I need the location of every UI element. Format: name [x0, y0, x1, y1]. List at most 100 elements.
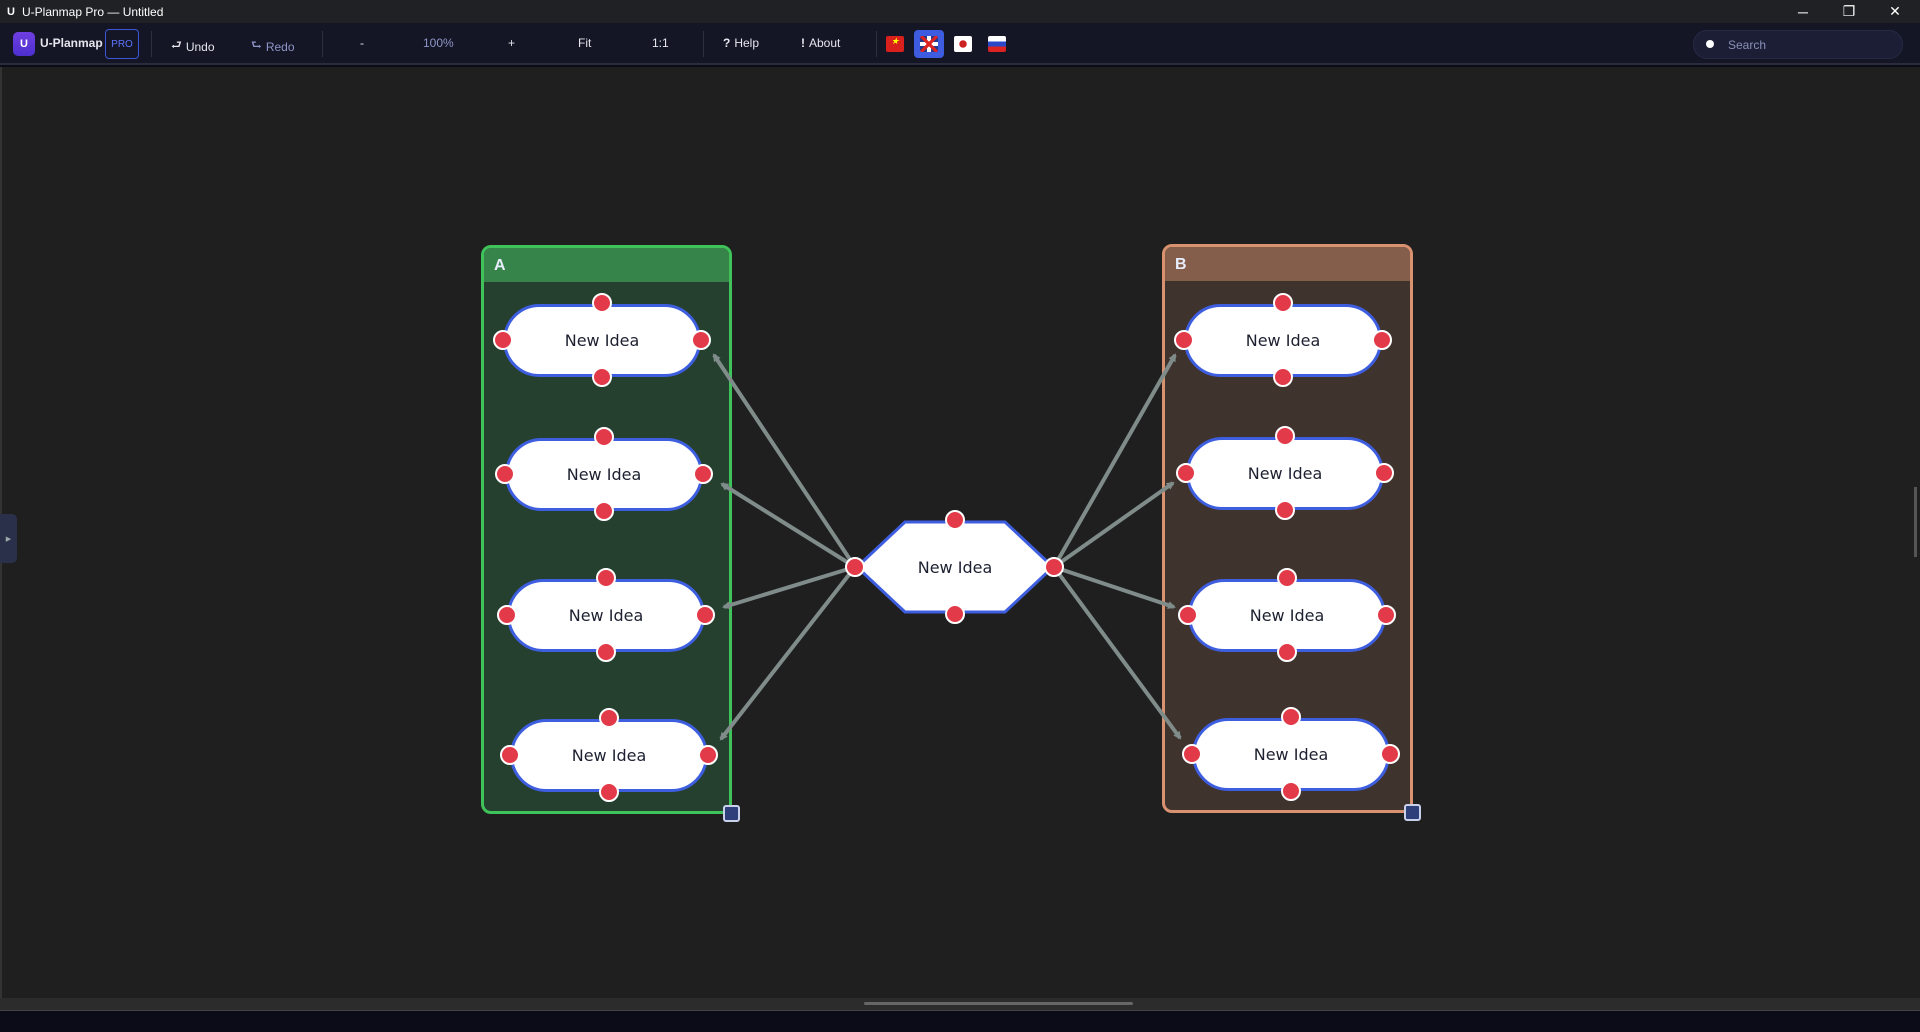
- title-bar: U U-Planmap Pro — Untitled ─ ❐ ✕: [0, 0, 1920, 23]
- fit-button[interactable]: Fit: [578, 36, 592, 50]
- horizontal-scrollbar[interactable]: [0, 998, 1920, 1011]
- port-left[interactable]: [1178, 605, 1198, 625]
- center-node-label: New Idea: [917, 557, 993, 577]
- port-top[interactable]: [596, 568, 616, 588]
- scrollbar-thumb[interactable]: [1914, 487, 1917, 557]
- port-bottom[interactable]: [1275, 500, 1295, 520]
- close-button[interactable]: ✕: [1889, 3, 1901, 19]
- idea-node-label: New Idea: [568, 606, 644, 625]
- scrollbar-thumb[interactable]: [864, 1002, 1133, 1005]
- russia-flag-icon: [988, 36, 1006, 52]
- zoom-in-button[interactable]: +: [508, 36, 516, 50]
- port-top[interactable]: [594, 427, 614, 447]
- group-b-resize-handle[interactable]: [1404, 804, 1421, 821]
- edge-center-to-b4: [1052, 565, 1182, 740]
- port-right[interactable]: [693, 464, 713, 484]
- port-left[interactable]: [1174, 330, 1194, 350]
- about-icon: !: [801, 36, 805, 50]
- undo-icon: ⮐: [171, 38, 182, 52]
- edge-center-to-a1: [712, 353, 857, 569]
- center-port-right[interactable]: [1044, 557, 1064, 577]
- center-port-top[interactable]: [945, 510, 965, 530]
- edge-center-to-b3: [1053, 565, 1176, 609]
- undo-button[interactable]: ⮐Undo: [171, 36, 215, 57]
- idea-node-a1[interactable]: New Idea: [503, 304, 701, 377]
- idea-node-label: New Idea: [1249, 606, 1325, 625]
- minimize-button[interactable]: ─: [1798, 3, 1808, 20]
- port-bottom[interactable]: [596, 642, 616, 662]
- group-a-title[interactable]: A: [484, 248, 729, 282]
- flag-english-button[interactable]: [914, 30, 944, 58]
- app-icon: U: [7, 5, 15, 18]
- port-right[interactable]: [1372, 330, 1392, 350]
- one-to-one-button[interactable]: 1:1: [652, 36, 669, 50]
- port-bottom[interactable]: [592, 367, 612, 387]
- edge-center-to-a3: [722, 565, 856, 610]
- idea-node-label: New Idea: [1253, 745, 1329, 764]
- restore-button[interactable]: ❐: [1842, 3, 1856, 19]
- port-right[interactable]: [695, 605, 715, 625]
- about-button[interactable]: !About: [801, 36, 841, 50]
- port-top[interactable]: [1275, 426, 1295, 446]
- port-right[interactable]: [691, 330, 711, 350]
- uk-flag-icon: [920, 36, 938, 52]
- idea-node-label: New Idea: [1245, 331, 1321, 350]
- window-title: U-Planmap Pro — Untitled: [22, 4, 164, 19]
- search-input[interactable]: Search: [1693, 30, 1903, 59]
- center-port-bottom[interactable]: [945, 604, 965, 624]
- idea-node-label: New Idea: [566, 465, 642, 484]
- help-icon: ?: [723, 36, 731, 50]
- port-left[interactable]: [500, 745, 520, 765]
- port-bottom[interactable]: [599, 782, 619, 802]
- app-logo: U: [13, 32, 35, 56]
- vietnam-flag-icon: ★: [886, 36, 904, 52]
- port-left[interactable]: [495, 464, 515, 484]
- toolbar: U U-Planmap PRO ⮐Undo ⮑Redo - 100% + Fit…: [0, 23, 1920, 65]
- redo-button[interactable]: ⮑Redo: [251, 36, 295, 57]
- port-top[interactable]: [592, 293, 612, 313]
- edge-center-to-a2: [720, 482, 857, 569]
- port-bottom[interactable]: [594, 501, 614, 521]
- port-left[interactable]: [493, 330, 513, 350]
- chevron-right-icon: ▶: [5, 535, 12, 543]
- group-a-resize-handle[interactable]: [723, 805, 740, 822]
- help-button[interactable]: ?Help: [723, 36, 760, 50]
- idea-node-label: New Idea: [1247, 464, 1323, 483]
- center-port-left[interactable]: [845, 557, 865, 577]
- port-right[interactable]: [1380, 744, 1400, 764]
- pro-badge[interactable]: PRO: [105, 29, 139, 59]
- port-right[interactable]: [1374, 463, 1394, 483]
- zoom-out-button[interactable]: -: [360, 36, 364, 50]
- edge-center-to-b1: [1052, 353, 1177, 568]
- port-bottom[interactable]: [1273, 367, 1293, 387]
- idea-node-label: New Idea: [571, 746, 647, 765]
- port-top[interactable]: [1277, 568, 1297, 588]
- port-bottom[interactable]: [1277, 642, 1297, 662]
- edge-center-to-b2: [1052, 481, 1175, 569]
- port-right[interactable]: [1376, 605, 1396, 625]
- port-bottom[interactable]: [1281, 781, 1301, 801]
- idea-node-a2[interactable]: New Idea: [505, 438, 703, 511]
- flag-vietnam-button[interactable]: ★: [880, 30, 910, 58]
- port-left[interactable]: [1182, 744, 1202, 764]
- group-b-title[interactable]: B: [1165, 247, 1410, 281]
- flag-russia-button[interactable]: [982, 30, 1012, 58]
- port-right[interactable]: [698, 745, 718, 765]
- port-left[interactable]: [497, 605, 517, 625]
- idea-node-b4[interactable]: New Idea: [1192, 718, 1390, 791]
- side-panel-toggle[interactable]: ▶: [0, 514, 17, 563]
- port-top[interactable]: [1281, 707, 1301, 727]
- center-node[interactable]: New Idea: [855, 520, 1055, 614]
- idea-node-label: New Idea: [564, 331, 640, 350]
- vertical-scrollbar[interactable]: [1912, 67, 1920, 998]
- idea-node-b3[interactable]: New Idea: [1188, 579, 1386, 652]
- port-top[interactable]: [599, 708, 619, 728]
- edge-center-to-a4: [719, 565, 857, 741]
- flag-japan-button[interactable]: [948, 30, 978, 58]
- zoom-level: 100%: [423, 36, 454, 50]
- port-top[interactable]: [1273, 293, 1293, 313]
- japan-flag-icon: [954, 36, 972, 52]
- app-name: U-Planmap: [40, 36, 103, 50]
- port-left[interactable]: [1176, 463, 1196, 483]
